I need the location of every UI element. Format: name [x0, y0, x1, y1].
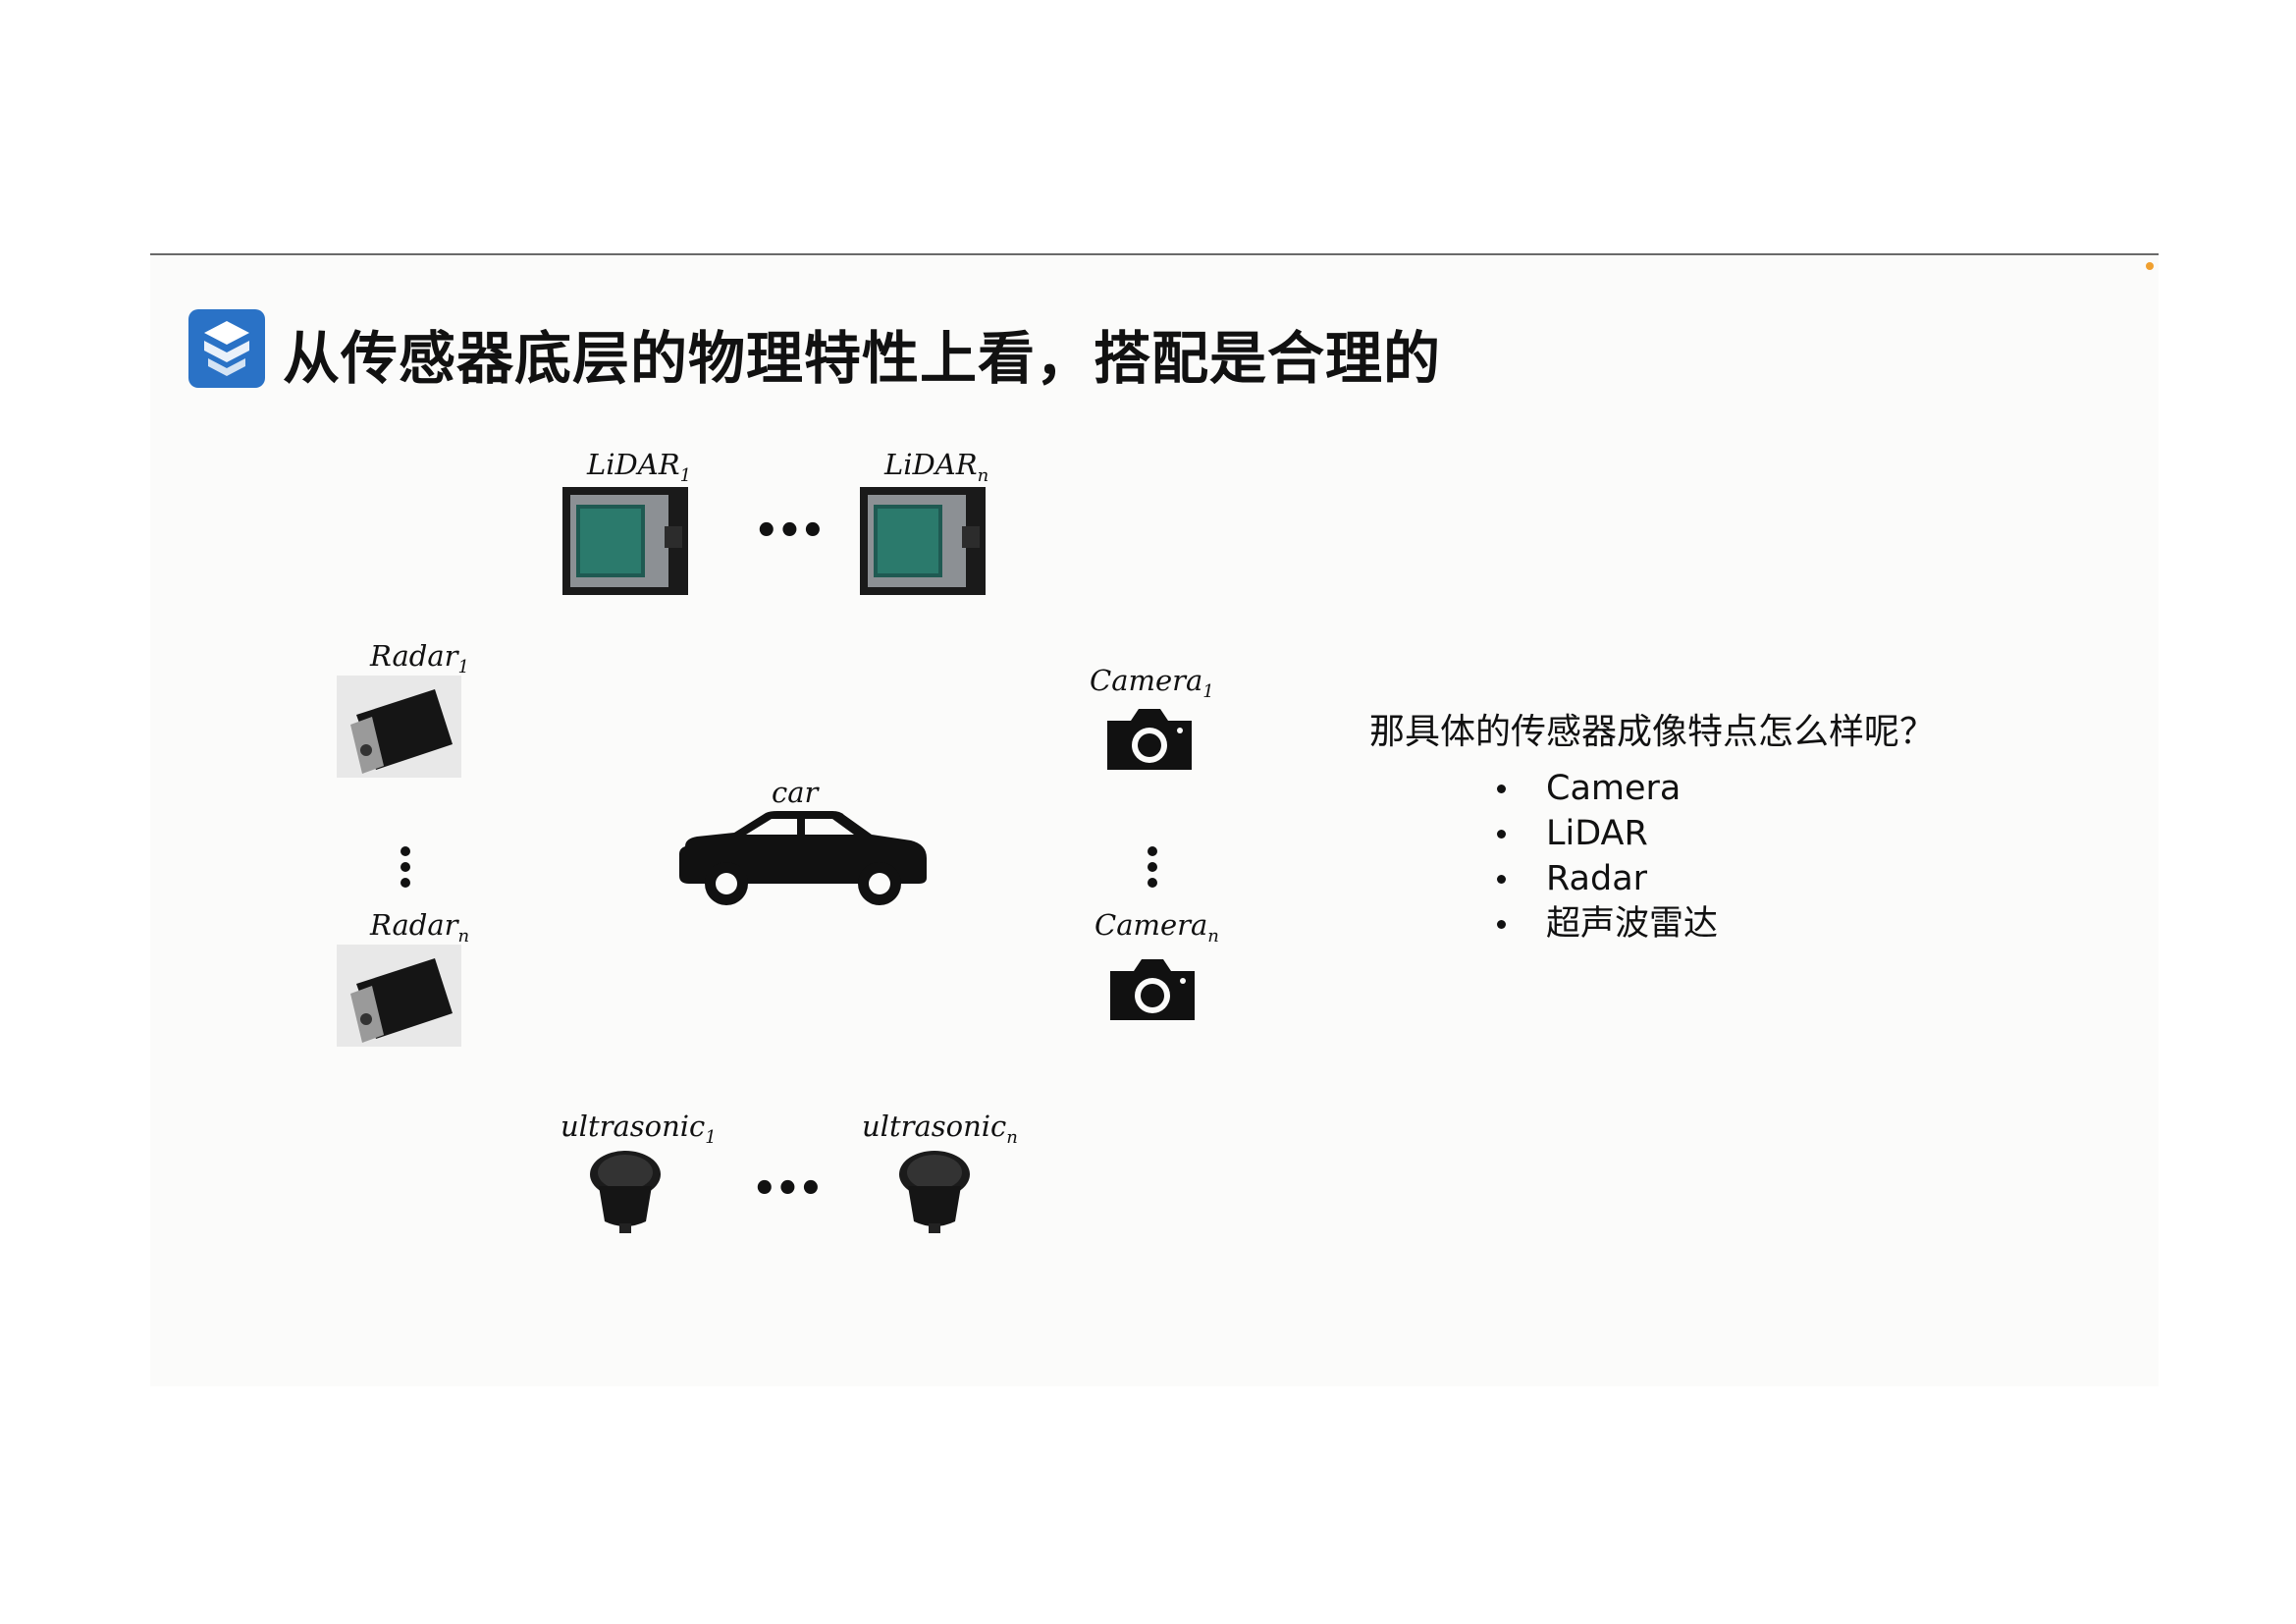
radar-first-label: Radar1: [370, 639, 469, 677]
list-item: Camera: [1497, 766, 1718, 811]
ultrasonic-first-label: ultrasonic1: [561, 1110, 717, 1148]
ultrasonic-sensor-icon: [590, 1151, 661, 1233]
camera-vertical-ellipsis: [1148, 846, 1159, 893]
shield-logo-icon: [188, 309, 265, 388]
lidar-icon: [562, 487, 688, 595]
camera-first-label: Camera1: [1090, 664, 1214, 702]
car-icon: [679, 811, 927, 905]
list-item: LiDAR: [1497, 811, 1718, 856]
camera-icon: [1107, 709, 1192, 770]
lidar-icon: [860, 487, 986, 595]
question-text: 那具体的传感器成像特点怎么样呢？: [1369, 712, 1936, 752]
ultrasonic-last-label: ultrasonicn: [862, 1110, 1018, 1148]
radar-icon: [337, 945, 461, 1047]
radar-vertical-ellipsis: [400, 846, 412, 893]
list-item: 超声波雷达: [1497, 901, 1718, 947]
ultrasonic-sensor-icon: [899, 1151, 970, 1233]
lidar-first-label: LiDAR1: [587, 448, 692, 486]
radar-last-label: Radarn: [370, 908, 470, 947]
radar-icon: [337, 676, 461, 778]
lidar-ellipsis: •••: [754, 509, 826, 554]
sensor-bullet-list: Camera LiDAR Radar 超声波雷达: [1497, 766, 1718, 947]
camera-icon: [1110, 959, 1195, 1020]
list-item: Radar: [1497, 856, 1718, 901]
slide-title: 从传感器底层的物理特性上看，搭配是合理的: [283, 325, 1442, 392]
accent-dot: [2146, 262, 2154, 270]
slide-area: [150, 253, 2159, 1386]
ultrasonic-ellipsis: •••: [752, 1166, 824, 1212]
lidar-last-label: LiDARn: [884, 448, 989, 486]
camera-last-label: Cameran: [1095, 908, 1219, 947]
car-label: car: [772, 776, 819, 809]
